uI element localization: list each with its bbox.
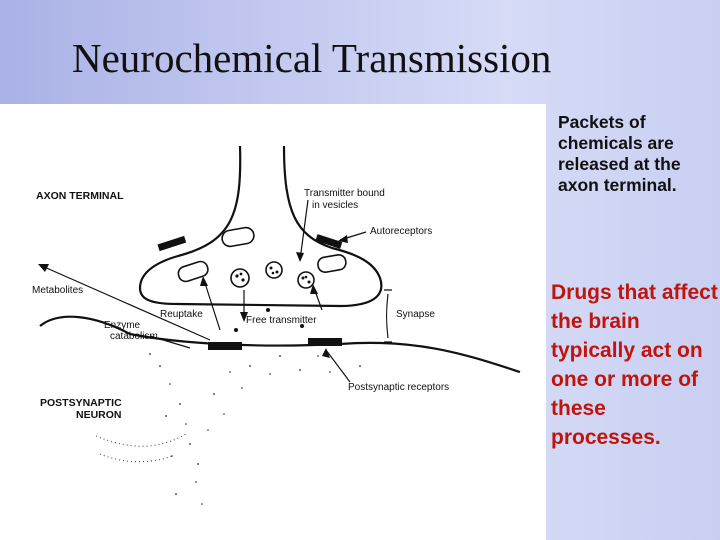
- label-postsynaptic-2: NEURON: [76, 409, 122, 421]
- label-transmitter-bound-1: Transmitter bound: [304, 188, 385, 199]
- label-autoreceptors: Autoreceptors: [370, 226, 432, 237]
- autoreceptor-left: [157, 235, 187, 252]
- label-synapse: Synapse: [396, 309, 435, 320]
- label-postsynaptic-receptors: Postsynaptic receptors: [348, 382, 449, 393]
- label-enzyme: Enzyme: [104, 320, 141, 331]
- side-text-packets: Packets of chemicals are released at the…: [558, 112, 681, 195]
- label-metabolites: Metabolites: [32, 285, 83, 296]
- stipple-texture: [149, 353, 361, 505]
- postsynaptic-receptor-left: [208, 342, 242, 350]
- slide-title: Neurochemical Transmission: [72, 35, 552, 81]
- diagram-panel: [0, 104, 546, 540]
- label-axon-terminal: AXON TERMINAL: [36, 190, 124, 202]
- autoreceptor-right: [315, 234, 343, 249]
- axon-terminal-outline: [138, 145, 383, 308]
- vesicle-1: [230, 268, 250, 288]
- mitochondrion-3: [317, 253, 347, 274]
- postsynaptic-receptor-right: [308, 338, 342, 346]
- side-text-drugs: Drugs that affect the brain typically ac…: [551, 281, 718, 449]
- label-catabolism: catabolism: [110, 331, 158, 342]
- postsynaptic-neuron-body: [95, 433, 187, 463]
- label-reuptake: Reuptake: [160, 309, 203, 320]
- mitochondrion-1: [221, 226, 255, 248]
- label-postsynaptic-1: POSTSYNAPTIC: [40, 397, 122, 409]
- vesicle-2: [265, 261, 283, 279]
- label-free-transmitter: Free transmitter: [246, 315, 317, 326]
- vesicle-3: [297, 271, 315, 289]
- postsynaptic-membrane: [39, 315, 521, 374]
- mitochondrion-2: [177, 260, 209, 283]
- label-transmitter-bound-2: in vesicles: [312, 200, 358, 211]
- synapse-diagram: AXON TERMINAL Transmitter bound in vesic…: [32, 145, 521, 505]
